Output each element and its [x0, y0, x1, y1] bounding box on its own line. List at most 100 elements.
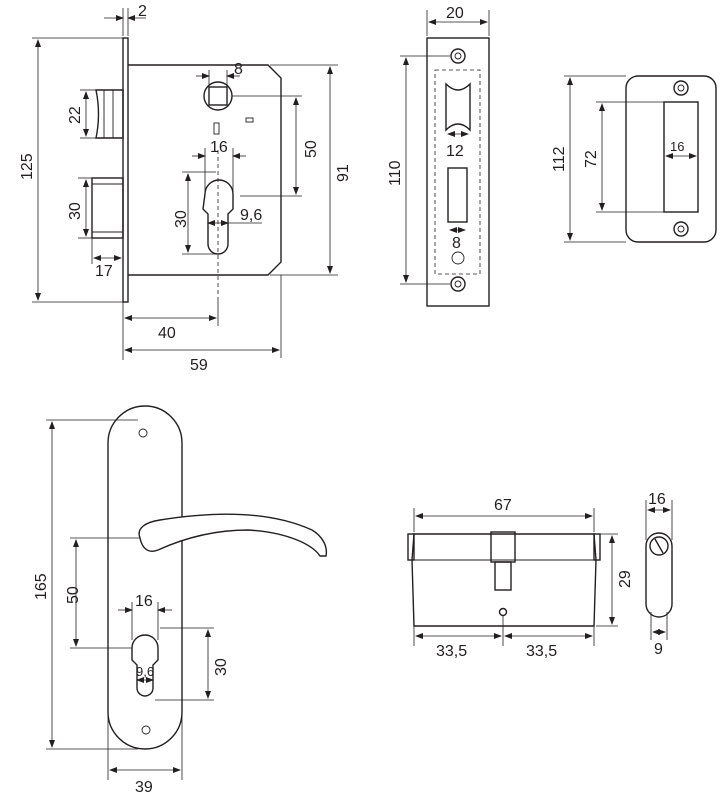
dim-latch-height-label: 22 [67, 106, 84, 124]
faceplate-outline [426, 37, 490, 307]
dim-backset: 40 [122, 300, 219, 360]
dim-strike-window-width-label: 16 [670, 139, 684, 154]
dim-faceplate-thickness-label: 2 [138, 3, 147, 20]
dim-profile-width-label: 16 [648, 491, 666, 508]
strike-plate-view: 112 72 16 [551, 75, 717, 243]
dim-strike-height-label: 112 [551, 146, 568, 172]
dim-cylinder-width-label: 16 [210, 139, 228, 156]
dim-cylinder-height-label: 30 [173, 210, 190, 228]
dim-faceplate-width-label: 20 [446, 5, 464, 22]
cylinder-cap-left [407, 533, 415, 561]
dim-strike-window-height-label: 72 [583, 150, 600, 168]
dim-overall-height: 125 [19, 37, 123, 303]
dim-plate-height-label: 165 [33, 573, 50, 600]
dim-handle-cylinder-height: 30 [155, 627, 230, 701]
dim-handle-cylinder-height-label: 30 [213, 658, 230, 676]
handle-view: 165 50 16 9,6 30 39 [33, 405, 328, 796]
dim-hub-size: 8 [196, 61, 243, 87]
strike-plate-outline [625, 75, 717, 243]
handle-backplate [107, 405, 183, 750]
handle-cylinder-hole [131, 634, 159, 697]
faceplate-recess [434, 69, 481, 275]
faceplate-recess-hole [451, 251, 465, 265]
dim-profile-neck: 9 [650, 612, 668, 658]
dim-cylinder-width: 16 [192, 139, 246, 192]
dim-case-depth-label: 59 [190, 357, 208, 374]
dim-case-depth: 59 [124, 275, 282, 374]
lock-faceplate [122, 37, 129, 303]
dim-latch-height: 22 [67, 89, 96, 139]
dim-strike-height: 112 [551, 75, 626, 243]
strike-window [663, 101, 699, 213]
cylinder-view: 67 29 33,5 33,5 16 [407, 491, 673, 660]
lever-handle [138, 513, 328, 557]
dim-plate-width: 39 [107, 712, 183, 796]
strike-screw-top [673, 80, 689, 96]
dim-hub-size-label: 8 [234, 61, 243, 78]
dim-latch-window: 12 [446, 131, 469, 160]
latch-window [445, 82, 471, 132]
dim-cylinder-neck-label: 9,6 [240, 207, 262, 224]
mortise-lock-view: 2 22 30 17 125 [19, 3, 352, 374]
dim-handle-cylinder-width: 16 [118, 593, 172, 640]
dim-cylinder-half-right-label: 33,5 [526, 643, 557, 660]
dim-handle-cylinder-width-label: 16 [135, 593, 153, 610]
dim-handle-to-cylinder: 50 [65, 537, 140, 649]
dim-cylinder-height: 30 [173, 171, 216, 255]
backplate-screw-top [138, 428, 148, 438]
dim-bolt-height: 30 [67, 177, 92, 239]
strike-screw-bottom [673, 221, 689, 237]
dim-hub-to-cylinder-label: 50 [303, 140, 320, 158]
dim-profile-width: 16 [645, 491, 673, 540]
case-slot-small [245, 117, 254, 123]
dim-cylinder-length-label: 67 [494, 497, 512, 514]
dim-bolt-window: 8 [449, 227, 466, 252]
dim-handle-cylinder-neck-label: 9,6 [136, 664, 154, 679]
dim-handle-to-cylinder-label: 50 [65, 586, 82, 604]
cylinder-body [411, 533, 597, 627]
dim-plate-height: 165 [33, 419, 138, 750]
dim-faceplate-width: 20 [426, 5, 490, 36]
lock-case [128, 64, 282, 276]
dim-cylinder-neck: 9,6 [207, 207, 262, 226]
dim-plate-width-label: 39 [135, 779, 153, 796]
dead-bolt [91, 177, 124, 239]
dim-case-height: 91 [270, 64, 352, 276]
cylinder-profile-plug [649, 536, 669, 556]
dim-latch-window-label: 12 [446, 143, 464, 160]
dim-bolt-projection: 17 [91, 238, 122, 280]
cylinder-fixing-hole [498, 607, 508, 617]
cylinder-cam [490, 531, 516, 563]
dim-screw-spacing: 110 [387, 55, 450, 285]
dim-screw-spacing-label: 110 [387, 160, 404, 186]
faceplate-screw-bottom [450, 276, 466, 292]
dim-bolt-projection-label: 17 [95, 263, 113, 280]
dim-profile-neck-label: 9 [654, 641, 663, 658]
faceplate-screw-top [450, 48, 466, 64]
dim-bolt-height-label: 30 [67, 202, 84, 220]
cylinder-cutout [202, 179, 234, 255]
dim-handle-cylinder-neck: 9,6 [136, 664, 154, 683]
case-slot [213, 122, 220, 135]
dim-strike-window-height: 72 [583, 101, 664, 213]
backplate-screw-bottom [141, 725, 151, 735]
dim-cylinder-height-euro: 29 [596, 533, 634, 627]
faceplate-view: 20 110 12 8 [387, 5, 490, 307]
dim-hub-to-cylinder: 50 [232, 95, 320, 197]
cylinder-cap-right [593, 533, 601, 561]
dim-overall-height-label: 125 [19, 153, 36, 180]
cylinder-profile [645, 532, 673, 618]
dim-cylinder-length: 67 [413, 497, 595, 532]
dim-cylinder-halves: 33,5 33,5 [413, 616, 595, 660]
dim-strike-window-width: 16 [665, 139, 697, 159]
dim-case-height-label: 91 [335, 164, 352, 182]
dim-cylinder-half-left-label: 33,5 [436, 643, 467, 660]
dim-backset-label: 40 [158, 325, 176, 342]
bolt-window [447, 167, 468, 223]
follower-hub [203, 81, 233, 111]
dim-bolt-window-label: 8 [452, 235, 461, 252]
latch-bolt [95, 89, 124, 139]
dim-cylinder-height-euro-label: 29 [617, 570, 634, 588]
